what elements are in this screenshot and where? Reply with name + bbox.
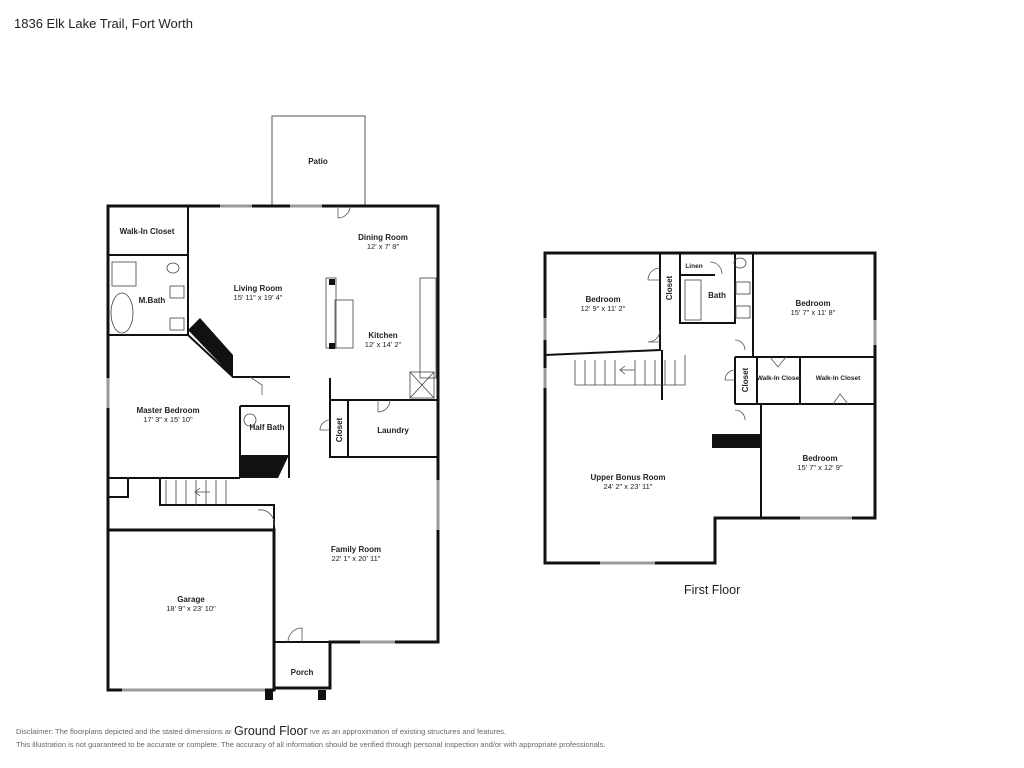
page-title: 1836 Elk Lake Trail, Fort Worth <box>14 16 193 31</box>
room-dims-garage: 18' 9" x 23' 10" <box>166 604 216 613</box>
floor-label-first: First Floor <box>684 583 741 597</box>
room-dims-master-bedroom: 17' 3" x 15' 10" <box>143 415 193 424</box>
kitchen-column-2 <box>329 343 335 349</box>
upper-wall-block <box>712 434 762 448</box>
first-fixtures <box>574 257 751 386</box>
room-label-bedroom-se: Bedroom <box>802 454 837 463</box>
room-label-bedroom-ne: Bedroom <box>795 299 830 308</box>
room-label-dining-room: Dining Room <box>358 233 408 242</box>
room-dims-living-room: 15' 11" x 19' 4" <box>234 293 283 302</box>
room-dims-family-room: 22' 1" x 20' 11" <box>332 554 381 563</box>
fireplace-block <box>188 318 233 377</box>
room-label-bedroom-nw: Bedroom <box>585 295 620 304</box>
ground-windows <box>106 204 440 692</box>
room-label-bath-up: Bath <box>708 291 726 300</box>
room-label-master-bath: M.Bath <box>139 296 166 305</box>
first-doors <box>647 261 849 421</box>
ground-outer-walls <box>106 204 440 690</box>
room-label-porch: Porch <box>291 668 314 677</box>
ground-doors <box>249 205 391 643</box>
room-label-closet-ground: Closet <box>335 417 344 442</box>
room-label-walk-in-closet-2: Walk-In Closet <box>816 375 861 382</box>
room-label-walk-in-closet-1: Walk-In Closet <box>757 375 802 382</box>
porch-post-right <box>318 690 326 700</box>
first-outer-walls <box>543 251 877 565</box>
room-label-closet-mid: Closet <box>741 367 750 392</box>
room-label-upper-bonus-room: Upper Bonus Room <box>590 473 665 482</box>
disclaimer-line-2: This illustration is not guaranteed to b… <box>16 740 606 749</box>
kitchen-column-1 <box>329 279 335 285</box>
room-dims-bedroom-nw: 12' 9" x 11' 2" <box>581 304 626 313</box>
ground-fixtures <box>110 261 437 505</box>
room-label-walk-in-closet-master: Walk-In Closet <box>120 227 175 236</box>
room-dims-bedroom-ne: 15' 7" x 11' 8" <box>791 308 836 317</box>
room-dims-kitchen: 12' x 14' 2" <box>365 340 402 349</box>
first-floor-plan <box>543 251 877 565</box>
room-label-living-room: Living Room <box>234 284 282 293</box>
room-label-garage: Garage <box>177 595 205 604</box>
room-label-laundry: Laundry <box>377 426 409 435</box>
porch-post-left <box>265 690 273 700</box>
first-interior-walls <box>544 253 875 518</box>
room-label-kitchen: Kitchen <box>368 331 397 340</box>
room-label-linen: Linen <box>685 263 702 270</box>
room-label-patio: Patio <box>308 157 328 166</box>
room-label-master-bedroom: Master Bedroom <box>136 406 199 415</box>
room-dims-dining-room: 12' x 7' 8" <box>367 242 400 251</box>
room-label-family-room: Family Room <box>331 545 381 554</box>
ground-floor-plan <box>106 115 440 700</box>
patio-outline <box>271 115 366 206</box>
floor-label-ground: Ground Floor <box>232 724 310 738</box>
room-dims-upper-bonus-room: 24' 2" x 23' 11" <box>604 482 653 491</box>
room-label-closet-nw: Closet <box>665 275 674 300</box>
garage-outer-walls <box>106 478 276 692</box>
room-dims-bedroom-se: 15' 7" x 12' 9" <box>797 463 843 472</box>
first-windows <box>543 318 877 565</box>
stair-void-block <box>240 455 289 478</box>
room-label-half-bath: Half Bath <box>249 423 284 432</box>
